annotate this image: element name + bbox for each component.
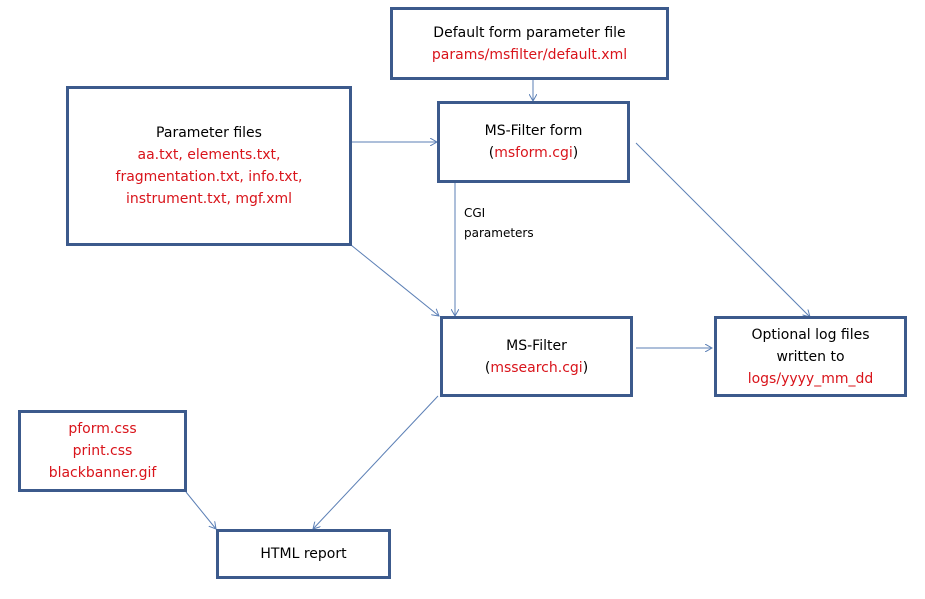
msform-file: msform.cgi [494,145,573,161]
msform-title: MS-Filter form [484,123,583,139]
msform-box: MS-Filter form (msform.cgi) [437,101,630,183]
style-file: print.css [72,443,133,459]
log-files-title-1: Optional log files [751,326,870,343]
default-params-file: params/msfilter/default.xml [431,46,628,63]
parameter-file-line: instrument.txt, mgf.xml [125,191,293,207]
cgi-label-line2: parameters [464,226,534,240]
parameter-files-box: Parameter files aa.txt, elements.txt, fr… [66,86,352,246]
msform-file-line: (msform.cgi) [489,142,578,164]
arrow-msform-to-logs [635,142,810,317]
mssearch-file: mssearch.cgi [490,359,583,376]
html-report-title: HTML report [260,546,347,562]
default-params-box: Default form parameter file params/msfil… [390,7,669,80]
paren-open: ( [484,359,491,376]
html-report-box: HTML report [216,529,391,579]
style-file: pform.css [68,421,137,437]
style-files-box: pform.css print.css blackbanner.gif [18,410,187,492]
cgi-label-line1: CGI [464,206,486,220]
paren-close: ) [572,145,579,161]
log-files-title-2: written to [776,348,845,365]
arrow-mssearch-to-report [313,395,439,529]
log-files-path: logs/yyyy_mm_dd [747,370,874,387]
style-file: blackbanner.gif [48,465,157,481]
cgi-parameters-label: CGI parameters [464,203,534,243]
paren-open: ( [488,145,495,161]
mssearch-title: MS-Filter [506,337,567,354]
default-params-title: Default form parameter file [433,24,626,41]
arrow-styles-to-report [185,491,216,529]
arrow-params-to-mssearch [350,244,439,316]
mssearch-file-line: (mssearch.cgi) [485,357,588,379]
parameter-file-line: fragmentation.txt, info.txt, [115,169,303,185]
mssearch-box: MS-Filter (mssearch.cgi) [440,316,633,397]
paren-close: ) [582,359,589,376]
parameter-files-title: Parameter files [156,125,262,141]
parameter-file-line: aa.txt, elements.txt, [137,147,281,163]
log-files-box: Optional log files written to logs/yyyy_… [714,316,907,397]
